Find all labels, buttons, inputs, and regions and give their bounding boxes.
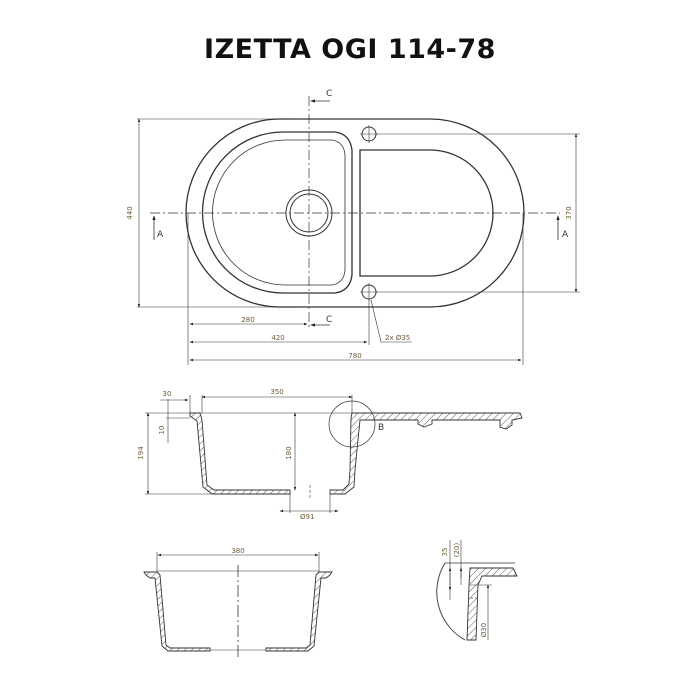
dim-bowl-width: 420 [271,334,284,342]
section-a-right-label: A [562,230,569,240]
detail-b-view [436,540,518,641]
dim-drain: Ø91 [300,513,314,521]
dim-inner-depth: 180 [285,446,293,459]
plan-view [137,96,580,365]
dim-hole-spacing: 370 [565,206,573,219]
tap-hole-top-icon [360,125,378,143]
dim-section-bowl-width: 350 [270,388,283,396]
drawing-title: IZETTA OGI 114-78 [204,34,496,65]
dim-detail-20: (20) [453,543,461,558]
tap-hole-bottom-icon [360,283,378,301]
detail-b-label: B [378,423,384,433]
dim-bowl-center: 280 [241,316,254,324]
dim-detail-35: 35 [441,548,449,557]
dim-holes: 2x Ø35 [385,334,410,342]
dim-lip: 10 [158,426,166,435]
dim-rim: 30 [163,390,172,398]
section-c-top-label: C [326,89,332,99]
section-c-view [143,552,333,658]
dim-section-c-width: 380 [231,547,244,555]
dim-overall-width: 780 [348,352,361,360]
dim-overall-height: 440 [126,206,134,219]
section-a-left-label: A [157,230,164,240]
dim-total-depth: 194 [137,446,145,460]
section-c-bottom-label: C [326,315,332,325]
dim-detail-30: Ø30 [480,623,488,637]
section-a-view [145,395,523,513]
